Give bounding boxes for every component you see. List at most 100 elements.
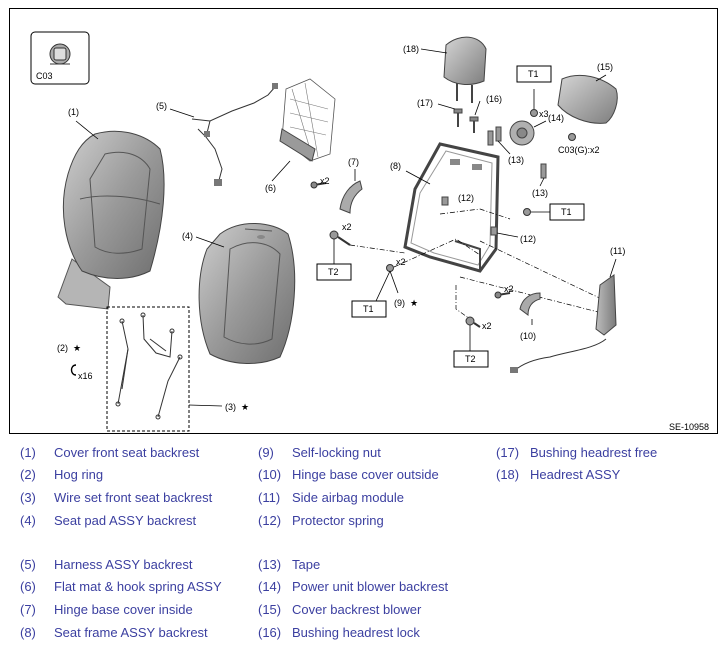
- qty-t2-lower-bolt: x2: [482, 321, 492, 331]
- nut-t1-top: [530, 109, 538, 117]
- legend-num: (14): [258, 579, 282, 594]
- legend-label: Hog ring: [54, 467, 104, 482]
- legend-num: (18): [496, 467, 520, 482]
- hinge-base-cover-outside: [519, 292, 541, 316]
- torque-t2-bottom: T2: [465, 354, 476, 364]
- legend-label: Cover front seat backrest: [54, 445, 200, 460]
- callout-8: (8): [390, 161, 401, 171]
- callout-13-lower: (13): [532, 188, 548, 198]
- tape-lower: [540, 163, 547, 179]
- legend-label: Bushing headrest lock: [292, 625, 420, 640]
- qty-hinge-upper: x2: [320, 176, 330, 186]
- legend-label: Power unit blower backrest: [292, 579, 449, 594]
- torque-box-t1-mid: [549, 203, 585, 221]
- callout-15: (15): [597, 62, 613, 72]
- legend-num: (3): [20, 490, 36, 505]
- bushing-headrest-lock: [469, 116, 479, 133]
- harness-assy-backrest: [191, 83, 278, 186]
- callout-6: (6): [265, 183, 276, 193]
- legend-item-13: (13)Tape: [258, 554, 320, 576]
- legend-label: Flat mat & hook spring ASSY: [54, 579, 222, 594]
- qty-nut-lower: x2: [396, 257, 406, 267]
- legend-item-14: (14) Power unit blower backrest: [258, 576, 448, 598]
- legend-num: (8): [20, 625, 36, 640]
- callout-7: (7): [348, 157, 359, 167]
- torque-box-t2-left: [316, 263, 352, 281]
- legend-label: Harness ASSY backrest: [54, 557, 193, 572]
- cover-front-seat-backrest: [57, 130, 165, 310]
- side-airbag-module: [510, 274, 617, 373]
- callout-3: (3): [225, 402, 236, 412]
- legend-item-2: (2) Hog ring: [20, 464, 103, 486]
- legend-item-12: (12) Protector spring: [258, 510, 384, 532]
- legend-num: (11): [258, 490, 281, 505]
- legend-item-15: (15)Cover backrest blower: [258, 599, 421, 621]
- legend-num: (4): [20, 513, 36, 528]
- legend-item-11: (11) Side airbag module: [258, 487, 404, 509]
- callout-9: (9): [394, 298, 405, 308]
- legend-item-1: (1) Cover front seat backrest: [20, 442, 199, 464]
- legend-num: (1): [20, 445, 36, 460]
- legend-label: Hinge base cover inside: [54, 602, 193, 617]
- torque-t1-top: T1: [528, 69, 539, 79]
- torque-box-t2-bottom: [453, 350, 489, 368]
- screw-hinge-upper: [310, 181, 327, 189]
- legend-num: (2): [20, 467, 36, 482]
- legend-item-8: (8) Seat frame ASSY backrest: [20, 622, 208, 644]
- legend-item-5: (5) Harness ASSY backrest: [20, 554, 193, 576]
- legend-label: Headrest ASSY: [530, 467, 621, 482]
- callout-1: (1): [68, 107, 79, 117]
- hog-ring-icon: [70, 364, 77, 376]
- hinge-base-cover-inside: [339, 180, 363, 214]
- legend-label: Protector spring: [292, 513, 384, 528]
- screw-hinge-lower: [494, 291, 511, 299]
- legend-label: Seat frame ASSY backrest: [54, 625, 208, 640]
- legend-item-3: (3)Wire set front seat backrest: [20, 487, 212, 509]
- torque-t1-mid: T1: [561, 207, 572, 217]
- self-locking-nut: [386, 264, 394, 272]
- legend-num: (7): [20, 602, 36, 617]
- callout-18: (18): [403, 44, 419, 54]
- torque-box-t1-top: [516, 65, 552, 83]
- legend-label: Side airbag module: [292, 490, 405, 505]
- parts-legend: (1) Cover front seat backrest (2) Hog ring…: [0, 436, 728, 649]
- callout-2-star: ★: [73, 343, 81, 353]
- legend-item-7: (7) Hinge base cover inside: [20, 599, 193, 621]
- legend-item-4: (4)Seat pad ASSY backrest: [20, 510, 196, 532]
- callout-11: (11): [610, 246, 625, 256]
- legend-num: (5): [20, 557, 36, 572]
- wire-set-front-seat-backrest: [106, 306, 190, 432]
- nut-t1-mid: [523, 208, 531, 216]
- legend-num: (12): [258, 513, 282, 528]
- protector-spring-lower: [490, 226, 498, 236]
- qty-t1-nut: x3: [539, 109, 549, 119]
- callout-14: (14): [548, 113, 564, 123]
- bolt-t2-left: [329, 230, 351, 246]
- clip-c03-blower: [568, 133, 576, 141]
- callout-10: (10): [520, 331, 536, 341]
- callout-12-upper: (12): [458, 193, 474, 203]
- legend-label: Tape: [292, 557, 321, 572]
- legend-item-18: (18) Headrest ASSY: [496, 464, 620, 486]
- legend-num: (15): [258, 602, 282, 617]
- diagram-canvas: C03 (1) (2) ★ x16 (3) ★ (4): [30, 31, 709, 432]
- clip-c03-label: C03: [36, 71, 53, 81]
- legend-item-6: (6) Flat mat & hook spring ASSY: [20, 576, 222, 598]
- exploded-parts-diagram: C03 (1) (2) ★ x16 (3) ★ (4): [9, 8, 718, 434]
- seat-frame-assy-backrest: [403, 142, 500, 273]
- callout-12-lower: (12): [520, 234, 536, 244]
- legend-num: (6): [20, 579, 36, 594]
- torque-box-t1-left: [351, 300, 387, 318]
- legend-label: Hinge base cover outside: [292, 467, 439, 482]
- callout-3-star: ★: [241, 402, 249, 412]
- legend-num: (16): [258, 625, 282, 640]
- flat-mat-hook-spring-assy: [279, 78, 336, 162]
- bolt-t2-bottom: [465, 316, 481, 328]
- callout-4: (4): [182, 231, 193, 241]
- protector-spring-upper: [441, 196, 449, 206]
- clip-c03-symbol: C03: [30, 31, 90, 85]
- callout-17: (17): [417, 98, 433, 108]
- bushing-headrest-free: [453, 108, 463, 127]
- torque-t1-left: T1: [363, 304, 374, 314]
- callout-16: (16): [486, 94, 502, 104]
